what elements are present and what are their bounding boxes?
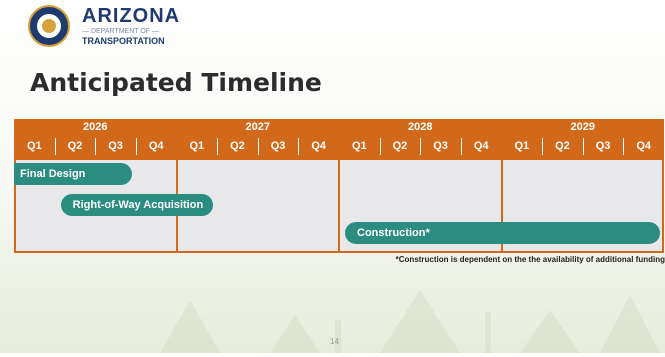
quarter-separator — [542, 138, 544, 155]
year-divider — [500, 119, 503, 253]
adot-logo: ARIZONA — DEPARTMENT OF — TRANSPORTATION — [28, 4, 180, 48]
quarter-separator — [135, 138, 137, 155]
quarter-label-2027-Q3: Q3 — [270, 140, 286, 152]
slide-title: Anticipated Timeline — [30, 68, 322, 97]
timeline-chart: 2026 2027 2028 2029 Q1 Q2 Q3 Q4 Q1 Q2 Q3 Q4 Q1 Q2 Q3 Q… — [14, 119, 664, 253]
quarter-label-2026-Q3: Q3 — [108, 140, 123, 152]
quarter-label-2026-Q2: Q2 — [67, 140, 83, 152]
year-label-2029: 2029 — [570, 121, 595, 133]
quarter-separator — [95, 138, 97, 155]
quarter-label-2026-Q4: Q4 — [148, 140, 164, 152]
quarter-separator — [217, 138, 219, 155]
quarter-separator — [460, 138, 462, 155]
quarter-label-2029-Q1: Q1 — [514, 140, 530, 152]
construction-footnote: *Construction is dependent on the the av… — [395, 255, 665, 264]
logo-text: ARIZONA — DEPARTMENT OF — TRANSPORTATION — [82, 6, 180, 46]
task-bar-right-of-way-acquisition: Right-of-Way Acquisition — [60, 194, 214, 216]
quarter-label-2026-Q1: Q1 — [26, 140, 42, 152]
quarter-separator — [623, 138, 625, 155]
quarter-label-2028-Q1: Q1 — [351, 140, 367, 152]
adot-seal-icon — [28, 5, 70, 47]
quarter-label-2029-Q2: Q2 — [555, 140, 570, 152]
quarter-separator — [379, 138, 381, 155]
logo-word: ARIZONA — [82, 5, 181, 27]
year-label-2026: 2026 — [83, 121, 108, 133]
quarter-separator — [54, 138, 56, 155]
page-number: 14 — [330, 337, 339, 346]
quarter-label-2028-Q3: Q3 — [433, 140, 448, 152]
quarter-label-2029-Q4: Q4 — [636, 140, 652, 152]
quarter-label-2027-Q4: Q4 — [311, 140, 327, 152]
quarter-separator — [257, 138, 259, 155]
quarter-separator — [582, 138, 584, 155]
quarter-label-2027-Q1: Q1 — [189, 140, 205, 152]
quarter-label-2028-Q4: Q4 — [473, 140, 489, 152]
quarter-separator — [420, 138, 422, 155]
quarter-label-2029-Q3: Q3 — [595, 140, 611, 152]
year-label-2028: 2028 — [408, 121, 433, 133]
year-label-2027: 2027 — [245, 121, 270, 133]
quarter-separator — [298, 138, 300, 155]
year-divider — [175, 119, 178, 253]
logo-subtitle-2: TRANSPORTATION — [82, 36, 165, 46]
quarter-label-2027-Q2: Q2 — [230, 140, 245, 152]
decorative-pattern — [120, 270, 660, 353]
quarter-label-2028-Q2: Q2 — [392, 140, 408, 152]
logo-subtitle-1: — DEPARTMENT OF — — [82, 28, 160, 35]
task-bar-construction: Construction* — [345, 222, 660, 244]
task-bar-final-design: Final Design — [14, 163, 132, 185]
year-divider — [338, 119, 340, 253]
